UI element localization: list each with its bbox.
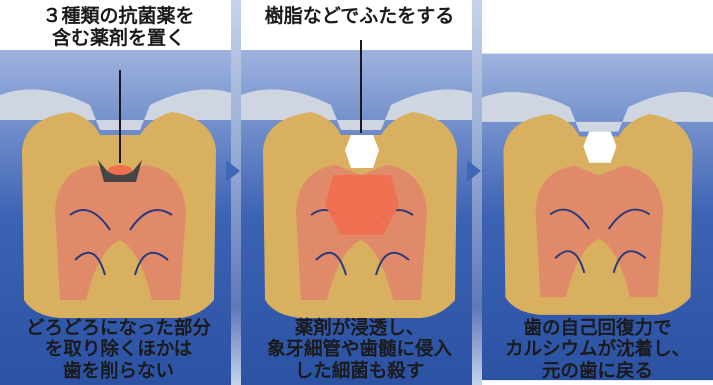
panel-separator — [231, 0, 241, 385]
caption-step-1-bottom: どろどろになった部分 を取り除くほかは 歯を削らない — [0, 318, 237, 382]
caption-step-3-bottom: 歯の自己回復力で カルシウムが沈着し、 元の歯に戻る — [482, 318, 713, 382]
caption-step-1-top: ３種類の抗菌薬を 含む薬剤を置く — [0, 6, 237, 50]
caption-step-2-top: 樹脂などでふたをする — [241, 6, 478, 28]
panel-separator — [472, 0, 482, 385]
panel-step-3: 歯の自己回復力で カルシウムが沈着し、 元の歯に戻る — [482, 0, 713, 385]
resin-cap — [345, 135, 379, 168]
caption-step-2-bottom: 薬剤が浸透し、 象牙細管や歯髄に侵入 した細菌も殺す — [241, 318, 478, 382]
arrow-right-icon — [467, 160, 481, 182]
panel-step-2: 樹脂などでふたをする 薬剤が浸透し、 象牙細管や歯髄に侵入 した細菌も殺す — [241, 0, 478, 385]
arrow-right-icon — [226, 160, 240, 182]
panel-step-1: ３種類の抗菌薬を 含む薬剤を置く どろどろになった部分 を取り除くほかは 歯を削… — [0, 0, 237, 385]
medicine-drop — [108, 165, 132, 175]
resin-cap — [583, 132, 616, 163]
